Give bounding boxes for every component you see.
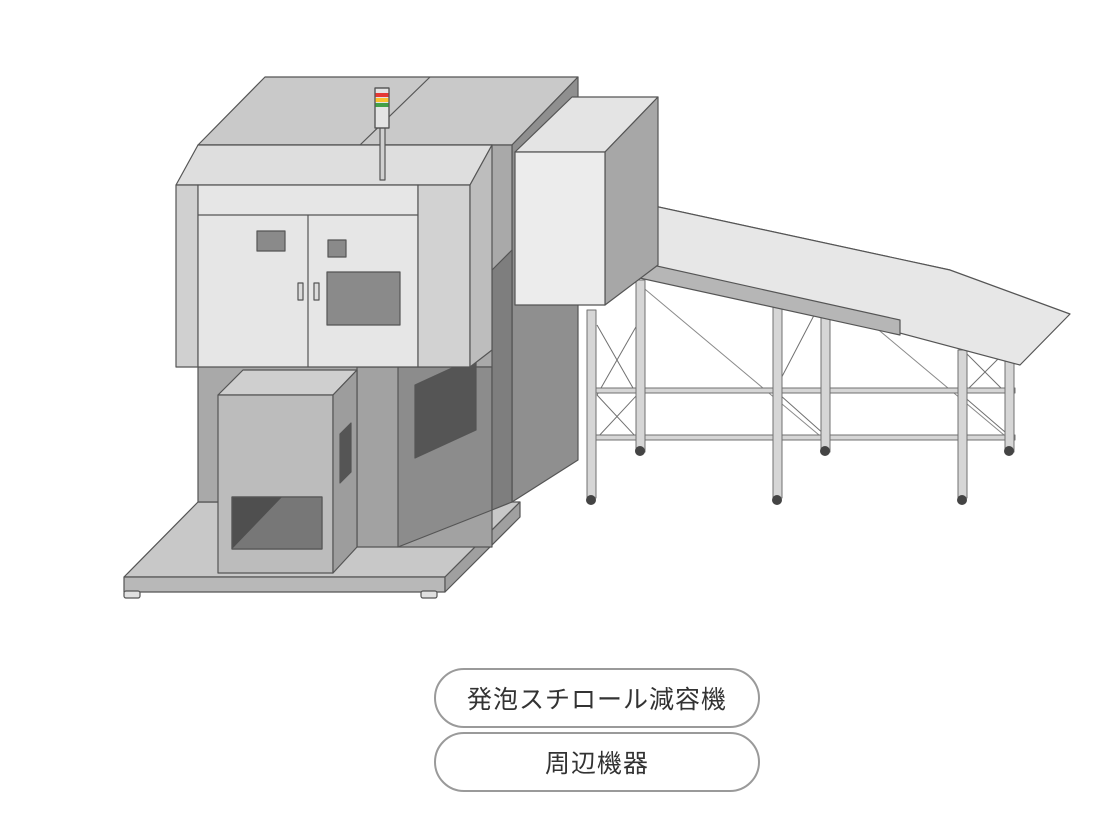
peripheral-equipment-button[interactable]: 周辺機器 — [434, 732, 760, 792]
hopper-box — [514, 96, 659, 306]
input-box — [217, 369, 358, 574]
upper-cabinet — [175, 144, 493, 368]
lower-body — [356, 249, 513, 548]
styrofoam-volume-reducer-machine-icon — [123, 76, 1071, 599]
styrofoam-reducer-button[interactable]: 発泡スチロール減容機 — [434, 668, 760, 728]
signal-tower-icon — [374, 87, 390, 181]
conveyor-belt — [602, 194, 1071, 366]
